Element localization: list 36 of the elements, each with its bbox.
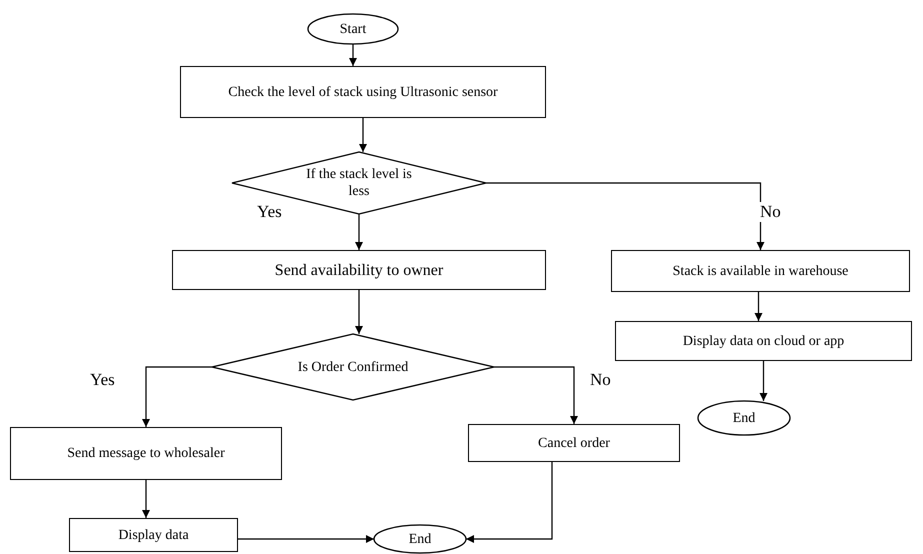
- process-box: [10, 427, 282, 480]
- arrow: [142, 480, 150, 518]
- arrow: [486, 182, 764, 250]
- process-box: [69, 518, 238, 552]
- step-text: Send message to wholesaler: [66, 445, 226, 462]
- arrow: [494, 366, 578, 424]
- process-box: [468, 424, 680, 462]
- step-text: End: [732, 410, 756, 426]
- arrow: [466, 462, 553, 543]
- step-text: Is Order Confirmed: [298, 358, 408, 376]
- step-text: Stack is available in warehouse: [672, 262, 850, 280]
- step-text: Start: [338, 20, 368, 38]
- terminal-ellipse: [374, 525, 466, 553]
- arrow: [359, 118, 367, 152]
- process-box: [611, 250, 910, 292]
- step-text: If the stack level is less: [306, 166, 412, 200]
- step-text: Display data on cloud or app: [682, 332, 846, 350]
- step-text: End: [408, 530, 432, 548]
- step-text: Display data: [117, 526, 190, 544]
- edge-label: No: [758, 202, 783, 222]
- step-text: Cancel order: [537, 434, 611, 452]
- arrow: [355, 290, 363, 334]
- arrow: [142, 366, 212, 427]
- step-text: Check the level of stack using Ultrasonic sensor: [227, 84, 499, 100]
- arrow: [760, 361, 768, 401]
- terminal-ellipse: [308, 14, 398, 44]
- decision-diamond: [212, 334, 494, 400]
- arrow: [355, 214, 363, 250]
- terminal-ellipse: [698, 401, 790, 435]
- process-box: [172, 250, 546, 290]
- process-box: [180, 66, 546, 118]
- arrow: [754, 292, 762, 321]
- arrow: [349, 44, 357, 66]
- arrow: [238, 535, 374, 543]
- process-box: [615, 321, 912, 361]
- step-text: Send availability to owner: [274, 262, 444, 278]
